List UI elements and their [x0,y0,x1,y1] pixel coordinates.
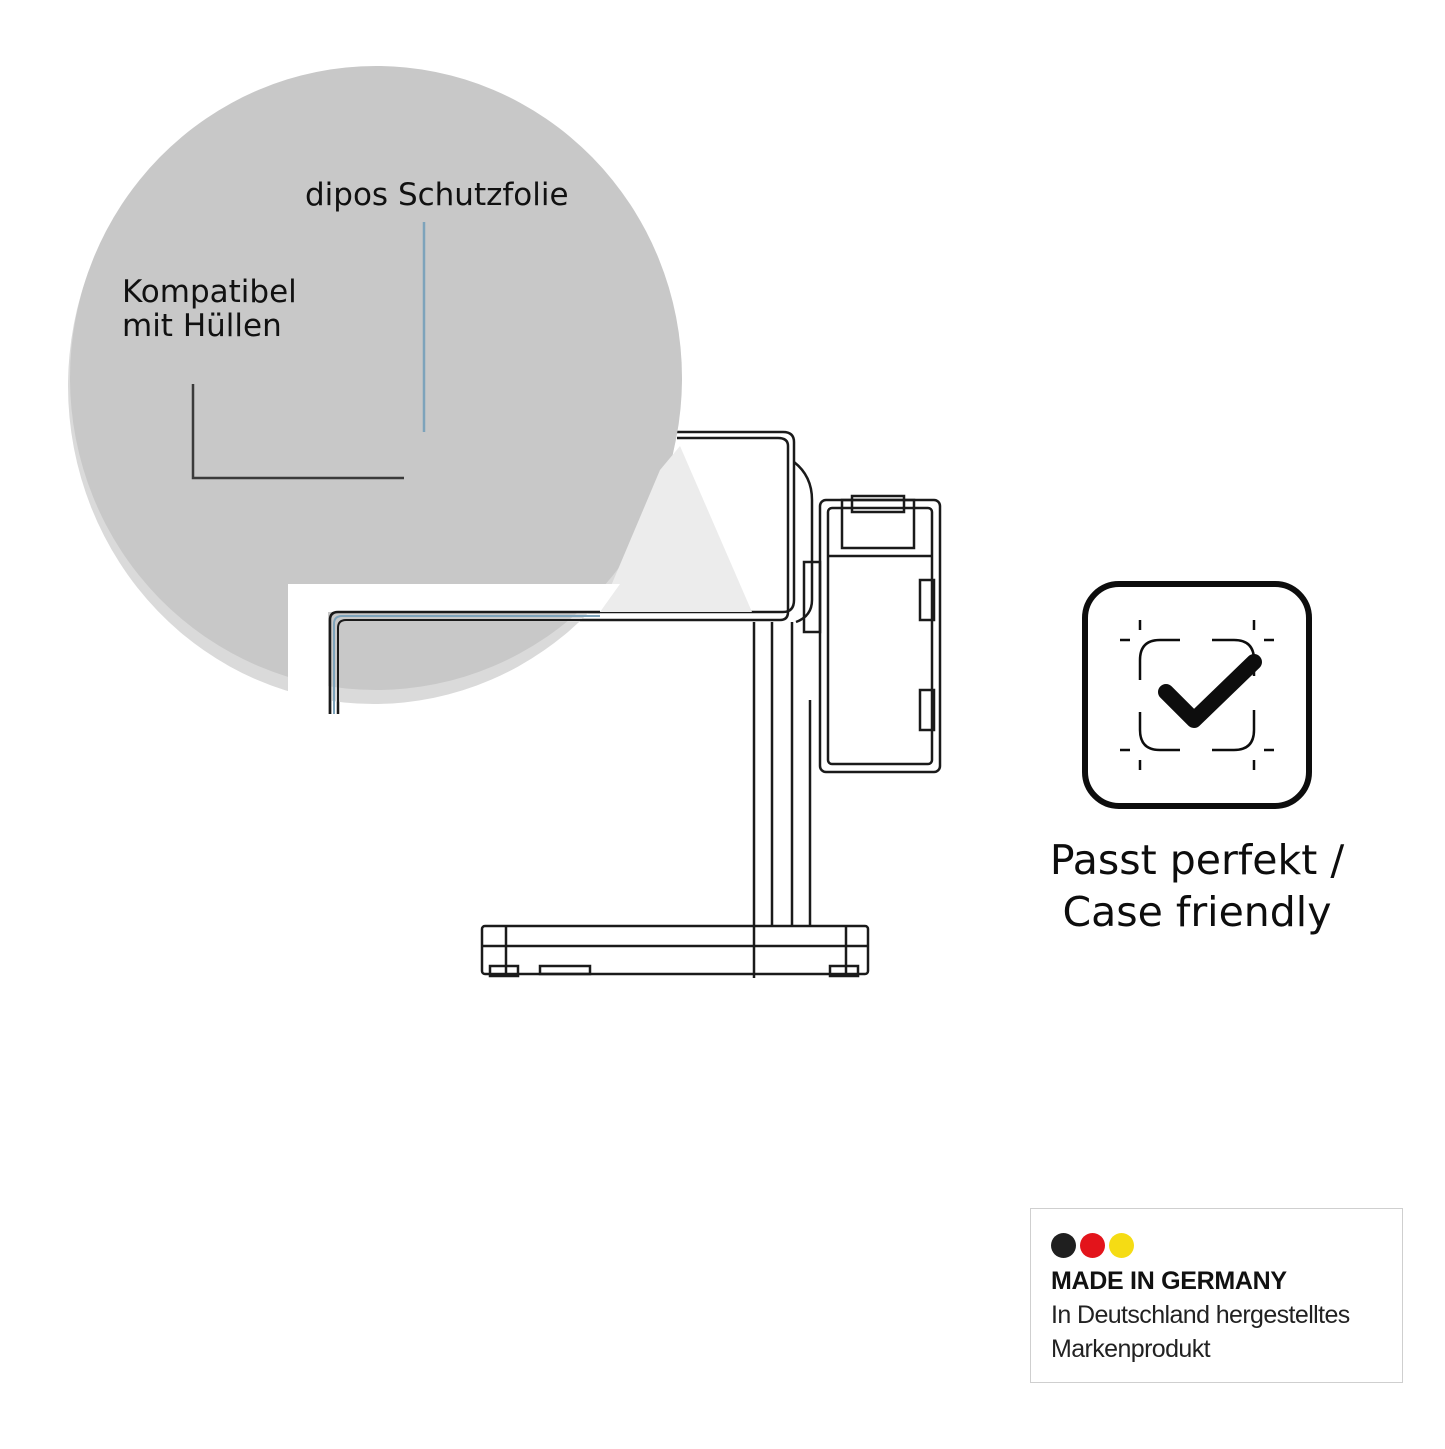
germany-flag-dots [1051,1233,1134,1258]
flag-dot-red [1080,1233,1105,1258]
case-label-line2: mit Hüllen [122,308,282,344]
film-label: dipos Schutzfolie [305,177,569,213]
made-in-germany-title: MADE IN GERMANY [1051,1267,1287,1295]
case-leader-line [191,384,404,480]
made-in-germany-badge: MADE IN GERMANY In Deutschland hergestel… [1030,1208,1403,1383]
callout-beam [600,446,752,612]
check-in-frame-icon [1082,581,1312,809]
badge-text-line1: Passt perfekt / [1049,836,1345,884]
callout-circle [70,66,682,690]
badge-text-line2: Case friendly [1062,888,1332,936]
case-label-line1: Kompatibel [122,274,297,310]
flag-dot-black [1051,1233,1076,1258]
made-in-germany-line1: In Deutschland hergestelltes [1051,1301,1350,1329]
zoomed-detail [328,610,600,714]
flag-dot-gold [1109,1233,1134,1258]
made-in-germany-line2: Markenprodukt [1051,1335,1211,1363]
